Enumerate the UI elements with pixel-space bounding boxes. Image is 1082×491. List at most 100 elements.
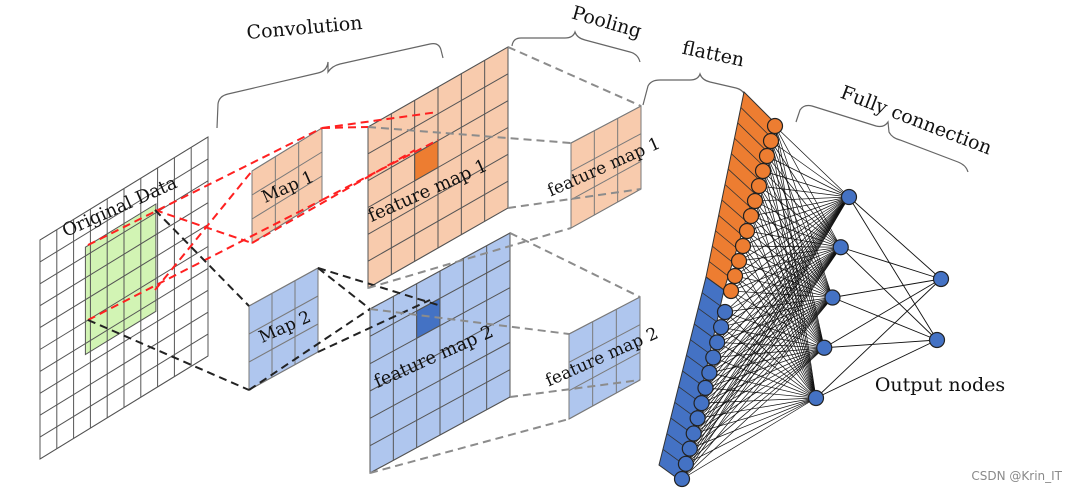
edge-hidden-4-output-1	[815, 339, 938, 399]
grid-pm2-hline-0	[568, 296, 641, 335]
output-node-1	[928, 331, 946, 349]
grid-fm1-hline-5	[367, 180, 509, 262]
gray-connector-8	[369, 418, 570, 474]
grid-original-hline-7	[39, 289, 209, 394]
edge-flat-15-hidden-2	[713, 297, 833, 358]
flatten-node-16	[701, 364, 718, 381]
edge-flat-20-hidden-3	[693, 347, 825, 434]
gray-connector-3	[507, 188, 642, 209]
grid-fm1-hline-6	[367, 207, 509, 289]
edge-flat-11-hidden-2	[730, 290, 833, 298]
map2-grid	[248, 267, 319, 391]
grid-pm1-hline-0	[570, 105, 642, 144]
grid-pm1-hline-1	[570, 133, 642, 172]
convolution-brace	[216, 43, 444, 129]
edge-hidden-3-output-0	[824, 278, 942, 349]
edge-flat-11-hidden-0	[730, 196, 850, 292]
flatten-node-18	[693, 394, 710, 412]
black-connector-1	[154, 209, 250, 307]
flatten-strip-line-17	[686, 355, 707, 370]
flatten-strip-line-4	[731, 153, 759, 180]
edge-flat-17-hidden-3	[705, 347, 825, 389]
watermark: CSDN @Krin_IT	[971, 469, 1062, 483]
edge-flat-18-hidden-3	[701, 347, 825, 404]
feature-map-1-grid	[367, 46, 509, 289]
edge-flat-6-hidden-0	[750, 196, 850, 217]
edge-hidden-4-output-0	[815, 278, 942, 399]
pool-map-2-grid	[568, 296, 641, 420]
edge-flat-2-hidden-0	[766, 155, 850, 198]
grid-map2-hline-1	[248, 295, 319, 335]
red-connector-6	[321, 126, 369, 129]
edge-flat-3-hidden-1	[762, 170, 841, 248]
flatten-node-9	[730, 252, 748, 270]
flatten-node-19	[689, 410, 706, 427]
edge-flat-20-hidden-0	[693, 196, 850, 434]
pooling-brace	[511, 30, 641, 63]
edge-flat-7-hidden-1	[746, 230, 841, 248]
edge-flat-16-hidden-3	[709, 347, 825, 374]
edge-flat-20-hidden-2	[693, 297, 833, 434]
flatten-node-15	[705, 349, 722, 366]
edge-flat-23-hidden-4	[681, 397, 817, 480]
flatten-brace	[642, 72, 747, 106]
edge-flat-14-hidden-0	[716, 196, 850, 343]
edge-flat-15-hidden-4	[713, 357, 817, 399]
edge-flat-4-hidden-0	[758, 185, 850, 198]
edge-flat-22-hidden-1	[685, 247, 842, 465]
edge-flat-0-hidden-0	[774, 125, 850, 198]
flatten-node-14	[709, 334, 726, 351]
edge-hidden-2-output-1	[832, 297, 938, 341]
grid-map2-hline-2	[248, 323, 319, 363]
flatten-node-0	[766, 117, 784, 135]
flatten-strip-line-1	[740, 107, 772, 139]
pooling-label: Pooling	[569, 2, 644, 43]
flatten-node-2	[758, 147, 776, 165]
red-connector-1	[87, 127, 323, 246]
edge-hidden-1-output-0	[840, 246, 942, 280]
edge-flat-9-hidden-4	[738, 260, 817, 399]
flatten-node-11	[722, 282, 740, 300]
grid-original-highlight-0	[84, 203, 157, 356]
edge-flat-10-hidden-2	[734, 275, 833, 298]
edge-flat-15-hidden-0	[713, 196, 850, 358]
edge-flat-1-hidden-0	[770, 140, 850, 198]
flatten-node-8	[734, 237, 752, 255]
red-connector-5	[321, 111, 439, 129]
edge-flat-10-hidden-1	[734, 246, 841, 277]
hidden-node-4	[807, 389, 825, 407]
flatten-strip-line-16	[690, 339, 710, 354]
flatten-node-12	[716, 303, 734, 321]
edge-flat-5-hidden-1	[754, 200, 841, 248]
network-nodes	[673, 117, 950, 488]
black-connector-2	[87, 319, 250, 391]
edge-flat-19-hidden-1	[697, 247, 842, 419]
grid-pm2-hline-1	[568, 324, 641, 363]
edge-flat-8-hidden-0	[742, 196, 850, 247]
edge-flat-9-hidden-1	[738, 246, 841, 262]
gray-connector-1	[507, 46, 642, 107]
edge-flat-12-hidden-4	[724, 311, 817, 399]
fully-connection-label: Fully connection	[837, 81, 994, 159]
hidden-node-0	[840, 188, 858, 206]
edge-flat-3-hidden-0	[762, 170, 850, 198]
flatten-node-10	[726, 267, 744, 285]
flatten-node-22	[677, 455, 695, 472]
grid-map1-hline-1	[251, 151, 323, 196]
edge-flat-11-hidden-3	[730, 290, 825, 349]
edge-flat-5-hidden-0	[754, 196, 850, 202]
edge-flat-19-hidden-0	[697, 196, 850, 419]
fully-connection-brace	[795, 104, 969, 173]
original-data-grid	[39, 136, 209, 460]
grid-original-hline-5	[39, 246, 209, 350]
output-node-0	[932, 270, 950, 288]
edge-flat-22-hidden-2	[685, 297, 833, 465]
edge-flat-4-hidden-1	[758, 185, 841, 248]
edge-flat-10-hidden-0	[734, 196, 850, 277]
feature-map-2-grid	[369, 232, 511, 474]
gray-connector-5	[509, 232, 641, 298]
edge-flat-18-hidden-1	[701, 247, 842, 404]
edge-flat-21-hidden-3	[689, 347, 825, 449]
edge-flat-22-hidden-4	[685, 397, 817, 465]
flatten-node-4	[750, 177, 768, 195]
